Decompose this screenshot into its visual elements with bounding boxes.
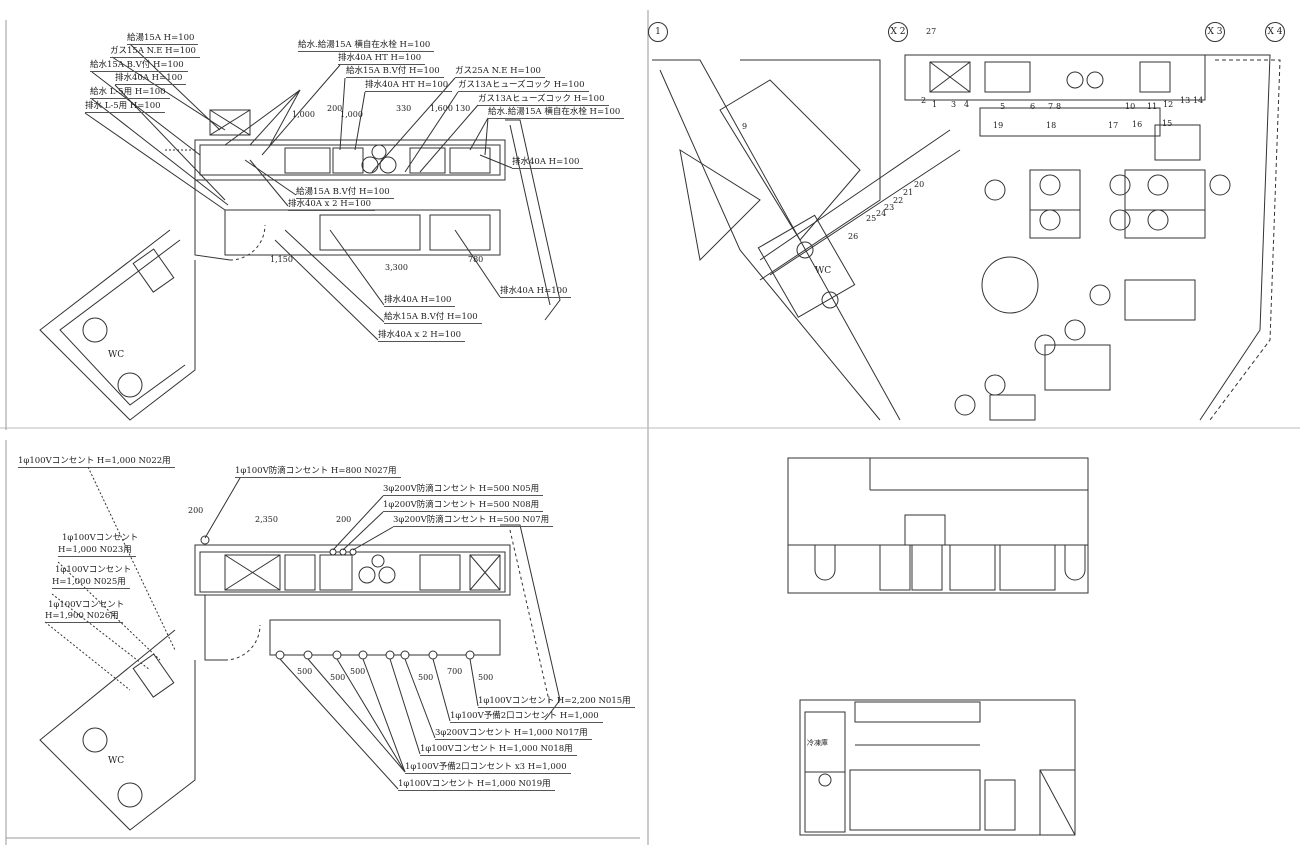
dimension: 200 [327, 104, 343, 113]
pipe-label: 給水15A B.V付 H=100 [384, 312, 482, 324]
outlet-label: 1φ100V予備2口コンセント H=1,000 [450, 711, 603, 723]
equipment-number: 16 [1132, 120, 1143, 129]
dimension: 3,300 [385, 263, 408, 272]
outlet-label: H=1,900 N026用 [45, 611, 123, 623]
dimension: 1,150 [270, 255, 293, 264]
equipment-number: 23 [884, 203, 895, 212]
tables [954, 169, 1231, 421]
dimension: 500 [418, 673, 434, 682]
pipe-label: 給水15A B.V付 H=100 [90, 60, 188, 72]
outlet-label: H=1,000 N023用 [58, 545, 136, 557]
dimension: 500 [297, 667, 313, 676]
equipment-number: 15 [1162, 119, 1173, 128]
pipe-label: 排水40A HT H=100 [338, 53, 426, 65]
outlet-label: 3φ200Vコンセント H=1,000 N017用 [435, 728, 592, 740]
equipment-number: 26 [848, 232, 859, 241]
equipment-number: 22 [893, 196, 904, 205]
equipment-number: 21 [903, 188, 914, 197]
outlet-label: 1φ100Vコンセント [62, 533, 139, 543]
pipe-label: 排水 L-5用 H=100 [85, 101, 165, 113]
pipe-label: 排水40A x 2 H=100 [288, 199, 376, 211]
pipe-label: 給水15A B.V付 H=100 [346, 66, 444, 78]
elevation-2 [799, 699, 1076, 836]
outlet-label: 1φ100V防滴コンセント H=800 N027用 [235, 466, 401, 478]
equipment-number: 11 [1147, 102, 1158, 111]
dimension: 130 [455, 104, 471, 113]
pipe-label: 排水40A H=100 [115, 73, 187, 85]
equipment-number: 6 [1030, 102, 1036, 111]
floor-plan [650, 54, 1300, 429]
equipment-number: 25 [866, 214, 877, 223]
dimension: 500 [478, 673, 494, 682]
equipment-number: 10 [1125, 102, 1136, 111]
outlet-label: 3φ200V防滴コンセント H=500 N05用 [383, 484, 544, 496]
equipment-number: 2 [921, 96, 927, 105]
pipe-label: 給水.給湯15A 横自在水栓 H=100 [298, 40, 435, 52]
outlet-label: 1φ100Vコンセント [55, 565, 132, 575]
equipment-number: 3 [951, 100, 957, 109]
outlet-label: 3φ200V防滴コンセント H=500 N07用 [393, 515, 554, 527]
pipe-label: 給湯15A H=100 [127, 33, 199, 45]
outlet-label: 1φ100Vコンセント H=1,000 N018用 [420, 744, 577, 756]
dimension: 1,000 [292, 110, 315, 119]
pipe-label: 排水40A x 2 H=100 [378, 330, 466, 342]
equipment-number: 27 [926, 27, 937, 36]
pipe-label: 給水 L-5用 H=100 [90, 87, 170, 99]
dimension: 500 [350, 667, 366, 676]
dimension: 780 [468, 255, 484, 264]
equipment-number: 9 [742, 122, 748, 131]
elevation-label: 冷凍庫 [807, 739, 828, 747]
equipment-number: 24 [876, 209, 887, 218]
pipe-label: ガス13Aヒューズコック H=100 [478, 94, 609, 106]
electrical-plan [39, 466, 561, 831]
dimension: 200 [336, 515, 352, 524]
outlet-label: 1φ100V予備2口コンセント x3 H=1,000 [405, 762, 571, 774]
equipment-number: 14 [1193, 96, 1204, 105]
pipe-label: ガス25A N.E H=100 [455, 66, 545, 78]
pipe-label: ガス15A N.E H=100 [110, 46, 200, 58]
equipment-number: 19 [993, 121, 1004, 130]
pipe-label: 排水40A H=100 [512, 157, 584, 169]
dimension: 1,000 [340, 110, 363, 119]
equipment-number: 7 [1048, 102, 1054, 111]
pipe-label: 排水40A HT H=100 [365, 80, 453, 92]
elevation-1 [787, 457, 1089, 594]
equipment-number: 4 [964, 100, 970, 109]
pipe-label: 排水40A H=100 [500, 286, 572, 298]
equipment-number: 17 [1108, 121, 1119, 130]
outlet-label: H=1,000 N025用 [52, 577, 130, 589]
dimension: 200 [188, 506, 204, 515]
wc-label: WC [815, 266, 832, 276]
equipment-number: 13 [1180, 96, 1191, 105]
equipment-number: 12 [1163, 100, 1174, 109]
outlet-label: 1φ100Vコンセント H=1,000 N019用 [398, 779, 555, 791]
equipment-number: 8 [1056, 102, 1062, 111]
outlet-label: 1φ100Vコンセント H=2,200 N015用 [478, 696, 635, 708]
dimension: 700 [447, 667, 463, 676]
equipment-number: 5 [1000, 102, 1006, 111]
outlet-label: 1φ200V防滴コンセント H=500 N08用 [383, 500, 544, 512]
wc-label: WC [108, 756, 125, 766]
grid-marker: 1 [648, 22, 668, 42]
grid-marker: X 2 [888, 22, 908, 42]
outlet-label: 1φ100Vコンセント [48, 600, 125, 610]
dimension: 2,350 [255, 515, 278, 524]
equipment-number: 1 [932, 100, 938, 109]
plumbing-plan-kitchen [39, 43, 561, 421]
wc-label: WC [108, 350, 125, 360]
grid-marker: X 3 [1205, 22, 1225, 42]
pipe-label: ガス13Aヒューズコック H=100 [458, 80, 589, 92]
dimension: 330 [396, 104, 412, 113]
dimension: 1,600 [430, 104, 453, 113]
grid-marker: X 4 [1265, 22, 1285, 42]
equipment-number: 18 [1046, 121, 1057, 130]
pipe-label: 排水40A H=100 [384, 295, 456, 307]
pipe-label: 給水.給湯15A 横自在水栓 H=100 [488, 107, 625, 119]
outlet-label: 1φ100Vコンセント H=1,000 N022用 [18, 456, 175, 468]
dimension: 500 [330, 673, 346, 682]
equipment-number: 20 [914, 180, 925, 189]
pipe-label: 給湯15A B.V付 H=100 [296, 187, 394, 199]
